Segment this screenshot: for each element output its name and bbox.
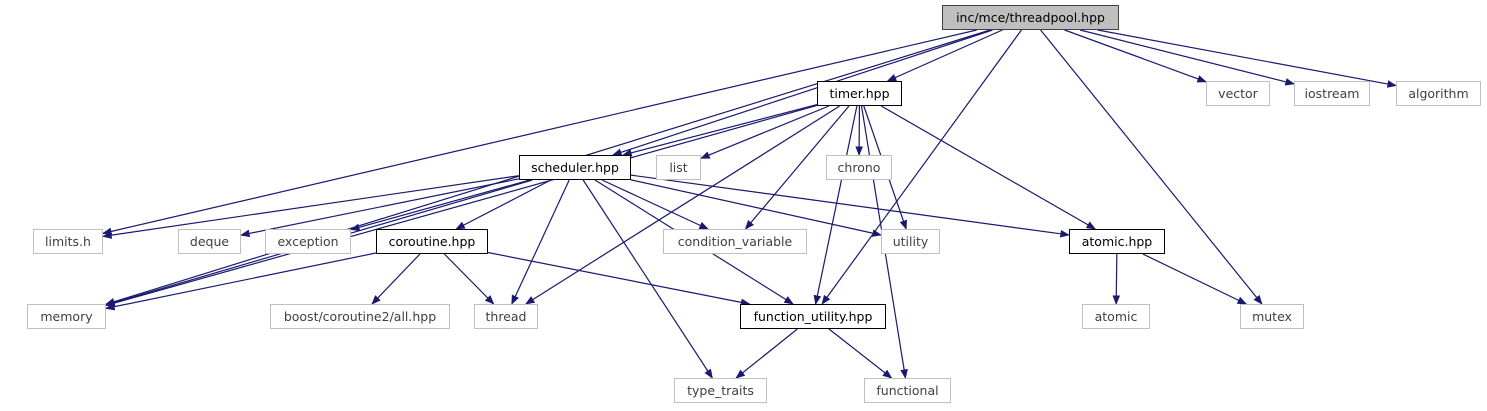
- node-list: list: [656, 155, 701, 180]
- edge-function_utility-to-functional: [828, 328, 893, 379]
- edge-timer-to-atomic_hpp: [880, 105, 1097, 230]
- edge-scheduler-to-exception: [350, 179, 531, 231]
- edge-scheduler-to-condition_variable: [601, 179, 709, 230]
- node-condition-variable: condition_variable: [663, 229, 807, 254]
- node-algorithm: algorithm: [1396, 81, 1481, 106]
- edge-threadpool-to-vector: [1064, 29, 1207, 83]
- node-iostream: iostream: [1294, 81, 1370, 106]
- edge-atomic_hpp-to-atomic: [1112, 253, 1121, 305]
- node-atomic-hpp[interactable]: atomic.hpp: [1069, 229, 1165, 254]
- edge-atomic_hpp-to-mutex: [1142, 253, 1248, 305]
- node-memory: memory: [27, 304, 106, 329]
- edge-timer-to-list: [700, 105, 830, 159]
- edge-threadpool-to-mutex: [1040, 29, 1263, 305]
- edge-timer-to-memory: [105, 104, 818, 307]
- node-thread: thread: [474, 304, 538, 329]
- edge-scheduler-to-deque: [240, 178, 520, 238]
- edge-coroutine-to-thread: [443, 253, 495, 305]
- edge-scheduler-to-atomic_hpp: [630, 174, 1070, 238]
- node-atomic: atomic: [1082, 304, 1150, 329]
- edge-threadpool-to-algorithm: [1097, 29, 1397, 88]
- node-type-traits: type_traits: [674, 378, 767, 403]
- edge-timer-to-scheduler: [622, 103, 818, 157]
- edge-coroutine-to-memory: [105, 252, 377, 311]
- node-functional: functional: [864, 378, 951, 403]
- edge-timer-to-thread: [525, 105, 841, 305]
- node-deque: deque: [178, 229, 241, 254]
- edge-function_utility-to-type_traits: [735, 328, 798, 379]
- edge-threadpool-to-scheduler: [612, 29, 993, 156]
- edge-coroutine-to-function_utility: [487, 251, 751, 307]
- edge-timer-to-function_utility: [813, 105, 858, 305]
- node-vector: vector: [1206, 81, 1270, 106]
- node-scheduler-hpp[interactable]: scheduler.hpp: [519, 155, 631, 180]
- node-timer-hpp[interactable]: timer.hpp: [817, 81, 902, 106]
- node-utility: utility: [881, 229, 940, 254]
- edge-coroutine-to-boost_coroutine2: [371, 253, 421, 305]
- node-boost-coroutine2: boost/coroutine2/all.hpp: [270, 304, 450, 329]
- node-threadpool-hpp[interactable]: inc/mce/threadpool.hpp: [942, 5, 1119, 30]
- node-exception: exception: [265, 229, 351, 254]
- node-mutex: mutex: [1240, 304, 1304, 329]
- edge-scheduler-to-type_traits: [582, 179, 713, 379]
- node-limits-h: limits.h: [33, 229, 103, 254]
- node-function-utility-hpp[interactable]: function_utility.hpp: [740, 304, 886, 329]
- edge-threadpool-to-iostream: [1079, 29, 1295, 86]
- edge-scheduler-to-thread: [511, 179, 570, 305]
- edge-threadpool-to-timer: [886, 29, 1003, 82]
- edge-threadpool-to-function_utility: [821, 29, 1022, 305]
- edge-scheduler-to-coroutine: [455, 179, 552, 230]
- edge-threadpool-to-limits: [102, 29, 977, 236]
- edge-scheduler-to-limits: [102, 175, 520, 239]
- node-chrono: chrono: [826, 155, 892, 180]
- edge-scheduler-to-utility: [630, 179, 882, 237]
- node-coroutine-hpp[interactable]: coroutine.hpp: [376, 229, 488, 254]
